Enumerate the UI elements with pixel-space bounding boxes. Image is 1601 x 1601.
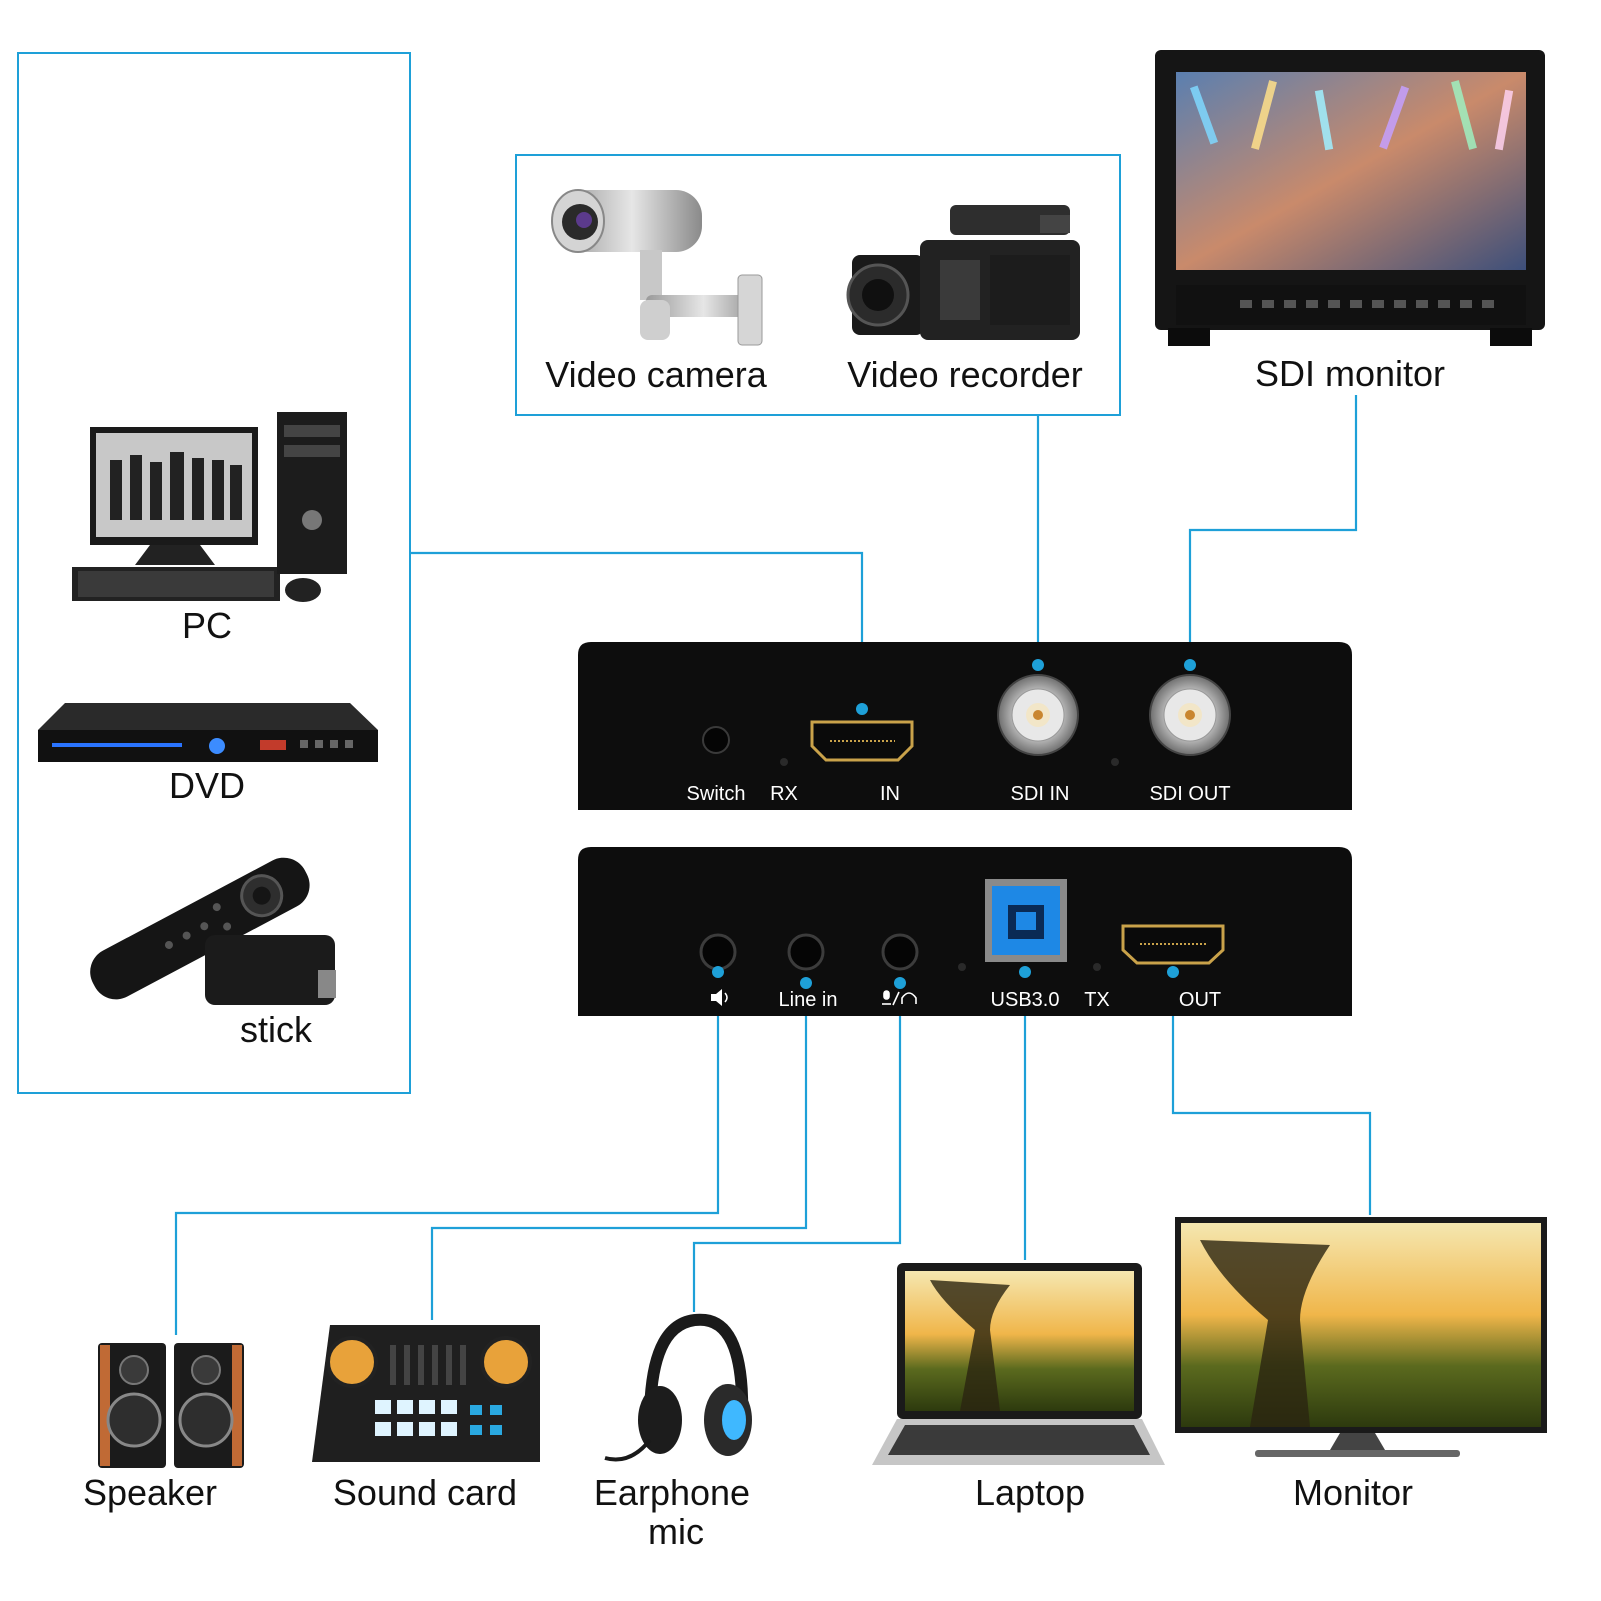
out-label: OUT	[1179, 989, 1221, 1011]
stick-image	[90, 857, 336, 1005]
wire-earphone	[692, 983, 902, 1312]
video-camera-label: Video camera	[545, 354, 767, 395]
sdi-in-connector	[997, 674, 1079, 756]
stick-label: stick	[240, 1009, 313, 1050]
hdmi-out-port	[1121, 924, 1225, 965]
speaker-jack	[699, 933, 737, 971]
usb-port	[985, 879, 1067, 962]
rx-label: RX	[770, 783, 798, 805]
wires	[174, 395, 1372, 1335]
sdi-out-label: SDI OUT	[1149, 783, 1230, 805]
line-in-label: Line in	[779, 989, 838, 1011]
monitor-image	[1175, 1217, 1547, 1457]
rx-led	[780, 758, 788, 766]
hdmi-in-port	[810, 720, 914, 762]
earphone-label-line2: mic	[648, 1511, 704, 1552]
connection-dots	[712, 659, 1196, 989]
speaker-image	[98, 1343, 244, 1468]
device-front-panel: Switch RX IN SDI IN SDI OUT	[578, 642, 1352, 810]
line-in-jack	[787, 933, 825, 971]
earphone-mic-image	[604, 1313, 752, 1462]
sdi-in-label: SDI IN	[1011, 783, 1070, 805]
speaker-label: Speaker	[83, 1472, 217, 1513]
dvd-image	[38, 703, 378, 762]
pc-label: PC	[182, 605, 232, 646]
pc-image	[72, 412, 347, 602]
wire-speaker	[174, 972, 720, 1335]
sdi-monitor-label: SDI monitor	[1255, 353, 1445, 394]
sdi-sources-box	[515, 154, 1121, 416]
sdi-monitor-image	[1155, 50, 1545, 346]
source-devices-box	[17, 52, 411, 1094]
sound-card-label: Sound card	[333, 1472, 517, 1513]
switch-button	[702, 726, 730, 754]
mic-headphone-jack	[881, 933, 919, 971]
speaker-icon	[711, 989, 728, 1006]
device-rear-panel: Line in USB3.0 TX OUT	[578, 847, 1352, 1016]
headphone-mic-icon	[882, 990, 917, 1006]
sdi-out-connector	[1149, 674, 1231, 756]
wire-sound-card	[430, 983, 808, 1320]
usb-label: USB3.0	[991, 989, 1060, 1011]
dvd-label: DVD	[169, 765, 245, 806]
wire-sdi-out	[1188, 395, 1358, 665]
sound-card-image	[312, 1325, 540, 1462]
wire-monitor	[1171, 972, 1372, 1215]
laptop-label: Laptop	[975, 1472, 1085, 1513]
monitor-label: Monitor	[1293, 1472, 1413, 1513]
tx-label: TX	[1084, 989, 1110, 1011]
video-camera-image	[551, 189, 763, 346]
in-label: IN	[880, 783, 900, 805]
earphone-label-line1: Earphone	[594, 1472, 750, 1513]
laptop-image	[872, 1263, 1165, 1465]
video-recorder-label: Video recorder	[847, 354, 1082, 395]
switch-label: Switch	[687, 783, 746, 805]
video-recorder-image	[846, 205, 1080, 340]
